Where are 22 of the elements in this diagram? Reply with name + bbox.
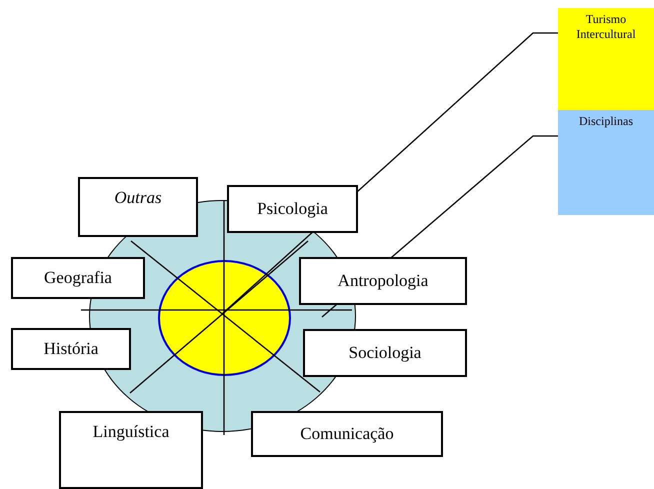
label-box — [227, 185, 358, 233]
node-label: Linguística — [92, 421, 170, 442]
node-label: Geografia — [44, 267, 112, 289]
node-label: Comunicação — [300, 423, 394, 445]
label-box — [59, 411, 203, 489]
node-label: Outras — [114, 187, 162, 208]
label-box — [11, 257, 145, 299]
label-box — [78, 177, 198, 237]
node-label: Turismo Intercultural — [575, 12, 637, 42]
callout-box — [558, 110, 654, 215]
node-label: Disciplinas — [579, 114, 633, 129]
label-box — [251, 411, 443, 457]
leader-line — [322, 135, 558, 318]
node-label: Psicologia — [257, 198, 328, 220]
label-box — [299, 257, 467, 305]
node-label: Antropologia — [338, 270, 428, 292]
node-label: Sociologia — [348, 342, 422, 364]
leader-line — [222, 32, 558, 314]
label-box — [303, 329, 467, 377]
node-label: História — [44, 338, 98, 360]
callout-box — [558, 8, 654, 110]
label-box — [11, 328, 131, 370]
